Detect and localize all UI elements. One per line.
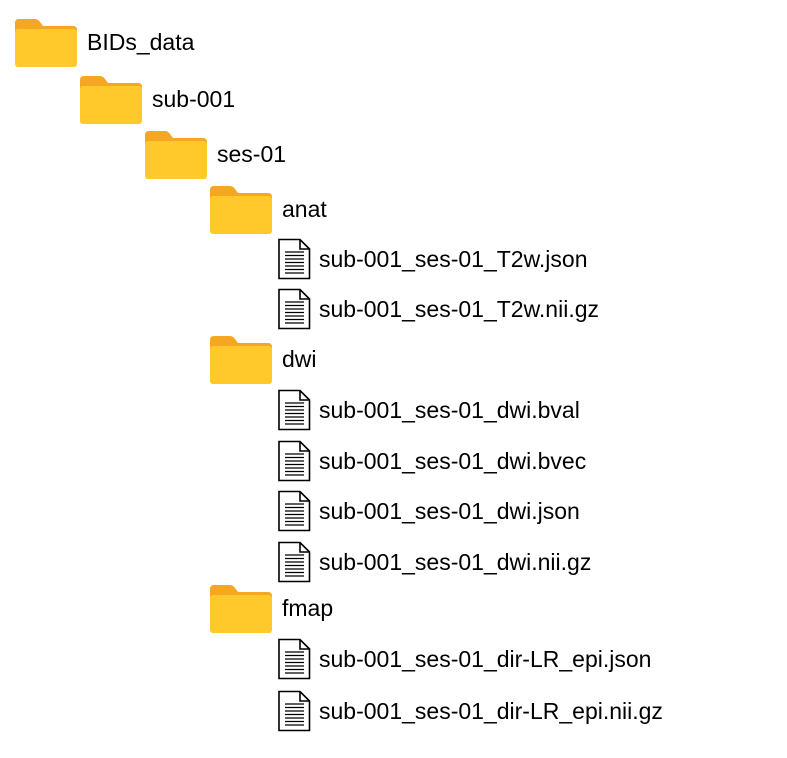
file-icon [278,389,311,431]
folder-label: sub-001 [152,85,236,112]
file-label: sub-001_ses-01_T2w.nii.gz [319,295,599,322]
folder-label: fmap [282,594,334,621]
folder-label: anat [282,195,327,222]
file-icon [278,440,311,482]
folder-icon [15,19,77,67]
file-label: sub-001_ses-01_dir-LR_epi.json [319,645,652,672]
file-label: sub-001_ses-01_dwi.bvec [319,447,587,474]
file-dwi-json[interactable]: sub-001_ses-01_dwi.json [277,484,580,538]
folder-anat[interactable]: anat [208,182,327,236]
file-dwi-bvec[interactable]: sub-001_ses-01_dwi.bvec [277,434,586,488]
folder-fmap[interactable]: fmap [208,581,333,635]
file-label: sub-001_ses-01_dir-LR_epi.nii.gz [319,697,663,724]
file-label: sub-001_ses-01_T2w.json [319,245,588,272]
file-anat-t2w-nii[interactable]: sub-001_ses-01_T2w.nii.gz [277,282,599,336]
file-fmap-json[interactable]: sub-001_ses-01_dir-LR_epi.json [277,632,651,686]
file-icon [278,638,311,680]
folder-ses-01[interactable]: ses-01 [143,127,286,181]
folder-label: ses-01 [217,140,287,167]
file-dwi-nii[interactable]: sub-001_ses-01_dwi.nii.gz [277,535,591,589]
file-anat-t2w-json[interactable]: sub-001_ses-01_T2w.json [277,232,588,286]
folder-label: dwi [282,345,317,372]
folder-icon [145,131,207,179]
file-icon [278,288,311,330]
folder-sub-001[interactable]: sub-001 [78,72,235,126]
file-dwi-bval[interactable]: sub-001_ses-01_dwi.bval [277,383,580,437]
file-icon [278,541,311,583]
folder-dwi[interactable]: dwi [208,332,317,386]
folder-icon [210,186,272,234]
file-label: sub-001_ses-01_dwi.bval [319,396,580,423]
file-fmap-nii[interactable]: sub-001_ses-01_dir-LR_epi.nii.gz [277,684,663,738]
file-label: sub-001_ses-01_dwi.json [319,497,580,524]
file-icon [278,238,311,280]
folder-icon [210,585,272,633]
folder-icon [80,76,142,124]
file-icon [278,490,311,532]
folder-icon [210,336,272,384]
file-label: sub-001_ses-01_dwi.nii.gz [319,548,592,575]
folder-label: BIDs_data [87,28,195,55]
file-icon [278,690,311,732]
folder-bids-data[interactable]: BIDs_data [13,15,194,69]
